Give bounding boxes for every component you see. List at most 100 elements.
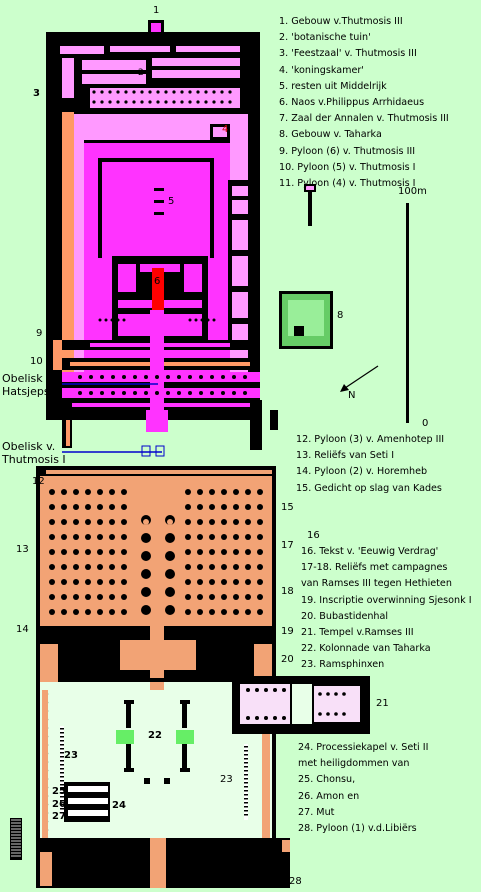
ram-sphinxes-right [244, 744, 248, 820]
column [100, 90, 104, 94]
column [49, 534, 55, 540]
legend-lower-entry: 16. Tekst v. 'Eeuwig Verdrag' [301, 546, 439, 557]
column [245, 489, 251, 495]
column-block [244, 770, 248, 772]
column [116, 90, 120, 94]
column [167, 519, 173, 525]
column [206, 318, 210, 322]
column [334, 692, 338, 696]
column [108, 90, 112, 94]
column [155, 391, 159, 395]
column-block [60, 748, 64, 750]
column [165, 551, 175, 561]
column [121, 504, 127, 510]
column [100, 391, 104, 395]
column [104, 318, 108, 322]
column [155, 375, 159, 379]
column [111, 391, 115, 395]
column [49, 519, 55, 525]
column [133, 375, 137, 379]
column [166, 375, 170, 379]
column-block [244, 774, 248, 776]
column-block [244, 790, 248, 792]
legend-lower-entry: 17-18. Reliëfs met campagnes [301, 562, 448, 574]
column [221, 594, 227, 600]
column [85, 609, 91, 615]
marker-23-left: 23 [64, 750, 78, 761]
column [144, 375, 148, 379]
column [185, 609, 191, 615]
column [97, 594, 103, 600]
marker-16: 16 [307, 530, 320, 541]
column [61, 534, 67, 540]
column [49, 579, 55, 585]
column [185, 504, 191, 510]
column [49, 594, 55, 600]
column [220, 90, 224, 94]
column [49, 564, 55, 570]
column [197, 504, 203, 510]
column [342, 692, 346, 696]
marker-9: 9 [36, 328, 43, 339]
column [264, 716, 268, 720]
column [109, 549, 115, 555]
column [97, 504, 103, 510]
column-block [244, 782, 248, 784]
column [100, 375, 104, 379]
column [177, 391, 181, 395]
upper-room-cells [60, 46, 240, 108]
column [232, 375, 236, 379]
column-block [244, 758, 248, 760]
column [49, 549, 55, 555]
column [141, 533, 151, 543]
legend-bottom-entry: 26. Amon en [298, 790, 360, 802]
column [212, 100, 216, 104]
column-block [60, 776, 64, 778]
column [132, 90, 136, 94]
column [61, 609, 67, 615]
taharka-colonnade [116, 700, 194, 784]
column-block [60, 780, 64, 782]
column-block [244, 794, 248, 796]
legend-top-entry: 3. 'Feestzaal' v. Thutmosis III [279, 48, 417, 60]
legend-middle-entry: 14. Pyloon (2) v. Horemheb [296, 466, 428, 478]
column [196, 90, 200, 94]
column-block [60, 792, 64, 794]
column-block [244, 802, 248, 804]
column [204, 90, 208, 94]
column [73, 549, 79, 555]
column [233, 504, 239, 510]
column [121, 579, 127, 585]
column [85, 534, 91, 540]
column [61, 504, 67, 510]
marker-7: 7 [142, 276, 149, 287]
column [109, 504, 115, 510]
legend-top-entry: 4. 'koningskamer' [279, 64, 364, 76]
column-block [244, 746, 248, 748]
column-block [60, 740, 64, 742]
column [49, 609, 55, 615]
column [334, 712, 338, 716]
north-arrow [340, 365, 379, 392]
column-block [244, 798, 248, 800]
column [180, 100, 184, 104]
column [116, 318, 120, 322]
column [188, 100, 192, 104]
column-block [244, 810, 248, 812]
column-block [60, 796, 64, 798]
column [121, 519, 127, 525]
column [204, 100, 208, 104]
column [209, 564, 215, 570]
column-block [60, 728, 64, 730]
column [144, 391, 148, 395]
column [221, 391, 225, 395]
column [61, 579, 67, 585]
column [85, 519, 91, 525]
column [116, 100, 120, 104]
column [221, 549, 227, 555]
column-block [60, 736, 64, 738]
column [49, 504, 55, 510]
column [122, 375, 126, 379]
